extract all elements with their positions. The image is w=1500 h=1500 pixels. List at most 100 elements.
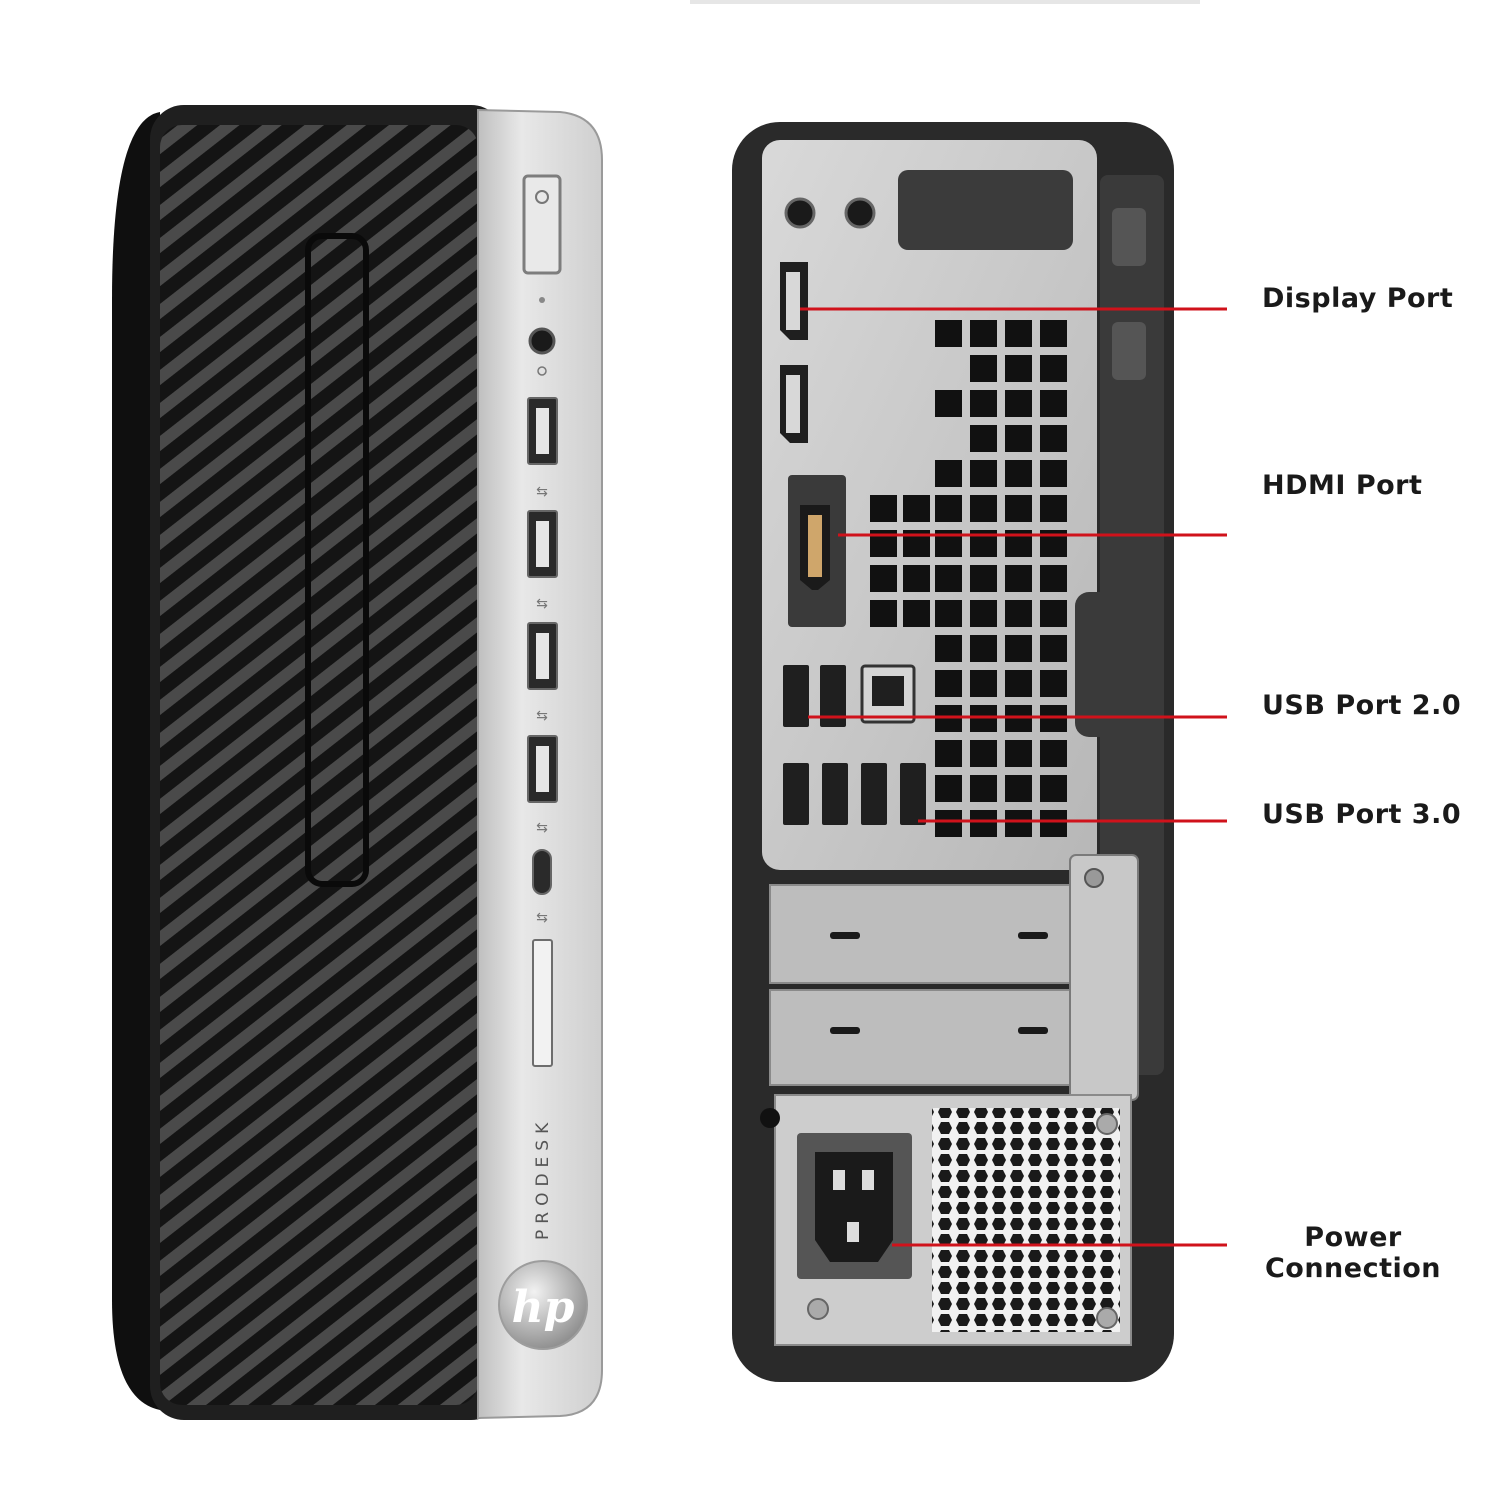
vent-hole: [1040, 460, 1067, 487]
front-usb-tongue: [536, 633, 549, 679]
kensington-slot: [1112, 208, 1146, 266]
vent-hole: [970, 775, 997, 802]
vent-hole: [935, 810, 962, 837]
vent-hole: [903, 565, 930, 592]
vent-hole: [1040, 635, 1067, 662]
vent-hole: [870, 495, 897, 522]
front-usb-tongue: [536, 408, 549, 454]
vent-hole: [935, 495, 962, 522]
front-view: ⇆ ⇆ ⇆ ⇆ ⇆ PRODESK hp: [112, 105, 603, 1420]
vent-hole: [970, 390, 997, 417]
rear-usb3-port: [822, 763, 848, 825]
chassis-screw-icon: [760, 1108, 780, 1128]
vent-hole: [1005, 320, 1032, 347]
callout-power-connection: Power Connection: [1264, 1222, 1442, 1284]
front-usb-c-port: [532, 849, 552, 895]
power-button: [522, 174, 562, 275]
vent-hole: [1040, 670, 1067, 697]
slot-vent: [830, 1027, 860, 1034]
usb-symbol-icon: ⇆: [536, 484, 548, 500]
vent-hole: [935, 600, 962, 627]
vent-hole: [970, 565, 997, 592]
vent-hole: [935, 565, 962, 592]
vent-hole: [1005, 460, 1032, 487]
usb-symbol-icon: ⇆: [536, 708, 548, 724]
latch-slot: [1112, 322, 1146, 380]
callout-usb-3: USB Port 3.0: [1262, 799, 1462, 830]
vent-hole: [970, 740, 997, 767]
ethernet-socket: [872, 676, 904, 706]
audio-jack-icon: [844, 197, 876, 229]
rear-usb3-port: [861, 763, 887, 825]
power-inlet: [815, 1152, 893, 1262]
usb-symbol-icon: ⇆: [536, 596, 548, 612]
prodesk-brand-text: PRODESK: [533, 1117, 553, 1240]
vent-hole: [1005, 670, 1032, 697]
vent-hole: [935, 460, 962, 487]
psu-fan-grille: [932, 1108, 1120, 1332]
slot-vent: [1018, 1027, 1048, 1034]
vent-hole: [903, 600, 930, 627]
vent-hole: [1040, 565, 1067, 592]
display-port-pins: [786, 272, 800, 330]
psu-screw-icon: [807, 1298, 829, 1320]
front-side-edge: [112, 112, 160, 1410]
rear-usb2-port: [820, 665, 846, 727]
power-pin: [847, 1222, 859, 1242]
vent-hole: [1040, 390, 1067, 417]
front-usb-tongue: [536, 521, 549, 567]
led-indicator: [539, 297, 545, 303]
callout-display-port: Display Port: [1262, 283, 1454, 314]
audio-jack-icon: [784, 197, 816, 229]
callout-usb-2: USB Port 2.0: [1262, 690, 1462, 721]
vent-hole: [935, 670, 962, 697]
rear-usb3-port: [783, 763, 809, 825]
vent-hole: [970, 460, 997, 487]
vent-hole: [1040, 740, 1067, 767]
rear-usb2-port: [783, 665, 809, 727]
thumb-screw-icon: [1084, 868, 1104, 888]
usb-symbol-icon: ⇆: [536, 820, 548, 836]
vent-hole: [1005, 425, 1032, 452]
psu-screw-icon: [1096, 1113, 1118, 1135]
slot-retention-bracket: [1069, 854, 1139, 1101]
expansion-slot-cover-2: [769, 989, 1071, 1086]
vent-hole: [1040, 425, 1067, 452]
vent-hole: [935, 635, 962, 662]
front-grille: [160, 125, 478, 1405]
power-pin: [862, 1170, 874, 1190]
vent-hole: [1005, 600, 1032, 627]
vent-hole: [1005, 390, 1032, 417]
vent-hole: [870, 600, 897, 627]
usb-symbol-icon: ⇆: [536, 910, 548, 926]
rear-usb3-port: [900, 763, 926, 825]
vent-hole: [970, 600, 997, 627]
vent-hole: [1005, 495, 1032, 522]
vent-hole: [935, 775, 962, 802]
rear-side-rail: [1100, 175, 1164, 1075]
front-usb-tongue: [536, 746, 549, 792]
ventilation-grid: [870, 320, 1067, 837]
vent-hole: [1005, 740, 1032, 767]
front-usb-ports: ⇆ ⇆ ⇆ ⇆: [527, 397, 558, 836]
vent-hole: [970, 635, 997, 662]
vent-hole: [970, 425, 997, 452]
vent-hole: [1040, 355, 1067, 382]
vent-hole: [1040, 810, 1067, 837]
power-pin: [833, 1170, 845, 1190]
vent-hole: [970, 495, 997, 522]
slot-vent: [1018, 932, 1048, 939]
slot-vent: [830, 932, 860, 939]
top-edge: [690, 0, 1200, 4]
hdmi-pins: [808, 515, 822, 577]
optical-bay-outline: [305, 233, 369, 887]
card-reader-slot: [532, 939, 553, 1067]
vent-hole: [970, 320, 997, 347]
padlock-loop: [1075, 592, 1130, 737]
leader-lines: [800, 307, 1227, 1247]
vent-hole: [1005, 635, 1032, 662]
vent-hole: [970, 670, 997, 697]
vent-hole: [1040, 320, 1067, 347]
vent-hole: [1040, 775, 1067, 802]
